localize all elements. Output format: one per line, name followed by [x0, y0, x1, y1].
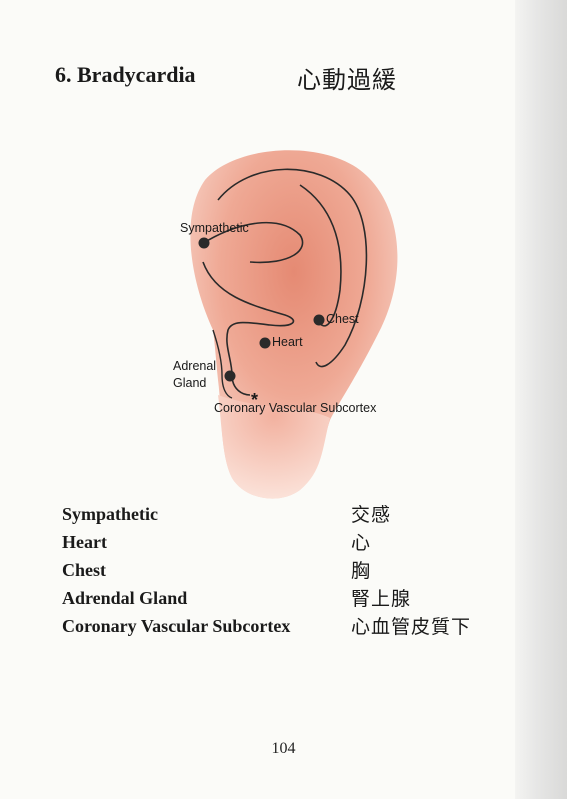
- legend-cn-label: 心血管皮質下: [351, 616, 472, 638]
- legend-en-label: Coronary Vascular Subcortex: [62, 616, 291, 636]
- helix-line: [217, 168, 368, 368]
- chest-point: [313, 314, 325, 326]
- legend-cn-label: 腎上腺: [351, 588, 412, 610]
- antihelix-line: [299, 184, 342, 327]
- heart-point: [259, 337, 271, 349]
- legend-en-label: Adrendal Gland: [62, 588, 188, 608]
- legend-cn-label: 胸: [351, 560, 372, 582]
- chest-label: Chest: [326, 312, 359, 326]
- coronary-label: Coronary Vascular Subcortex: [214, 401, 377, 415]
- legend-cn-label: 交感: [351, 504, 392, 526]
- page-number: 104: [271, 740, 296, 757]
- adrenal-label-line2: Gland: [173, 376, 206, 390]
- page-title-chinese: 心動過緩: [297, 66, 397, 94]
- legend-en-label: Sympathetic: [62, 504, 158, 524]
- superior-crus-line: [199, 221, 304, 264]
- ear-lobe: [218, 395, 330, 499]
- legend-en-label: Chest: [62, 560, 106, 580]
- adrenal-gland-point: [224, 370, 236, 382]
- coronary-asterisk-marker: *: [251, 390, 258, 410]
- sympathetic-point: [198, 237, 210, 249]
- legend-en-label: Heart: [62, 532, 107, 552]
- adrenal-label-line1: Adrenal: [173, 359, 216, 373]
- page-spine-shadow: [515, 0, 567, 799]
- heart-label: Heart: [272, 335, 303, 349]
- legend-cn-label: 心: [351, 532, 372, 554]
- sympathetic-label: Sympathetic: [180, 221, 249, 235]
- page-title: 6. Bradycardia: [55, 62, 196, 87]
- tragus-line: [212, 329, 233, 399]
